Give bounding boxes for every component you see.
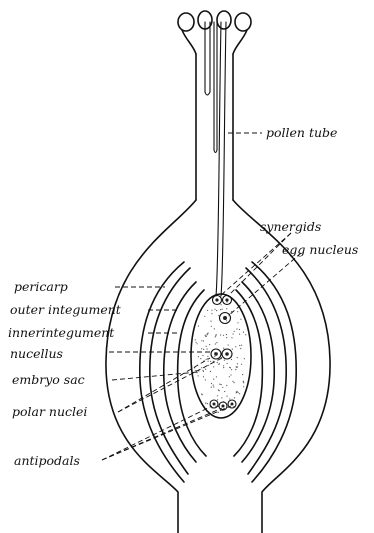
label-embryo-sac: embryo sac	[12, 372, 85, 387]
label-synergids: synergids	[260, 219, 321, 234]
label-antipodals: antipodals	[14, 453, 80, 468]
label-pollen-tube: pollen tube	[266, 125, 337, 140]
synergid-nuclei	[213, 296, 232, 305]
label-pericarp: pericarp	[14, 279, 68, 294]
egg-nucleus	[220, 313, 231, 324]
label-egg-nucleus: egg nucleus	[282, 242, 358, 257]
label-polar-nuclei: polar nuclei	[12, 404, 87, 419]
label-inner-integument: innerintegument	[8, 325, 115, 340]
leader-lines	[102, 133, 301, 460]
inner-integument	[164, 282, 274, 462]
antipodal-nuclei	[210, 400, 236, 410]
pollen-tubes	[205, 22, 226, 296]
label-outer-integument: outer integument	[10, 302, 122, 317]
label-nucellus: nucellus	[10, 346, 63, 361]
